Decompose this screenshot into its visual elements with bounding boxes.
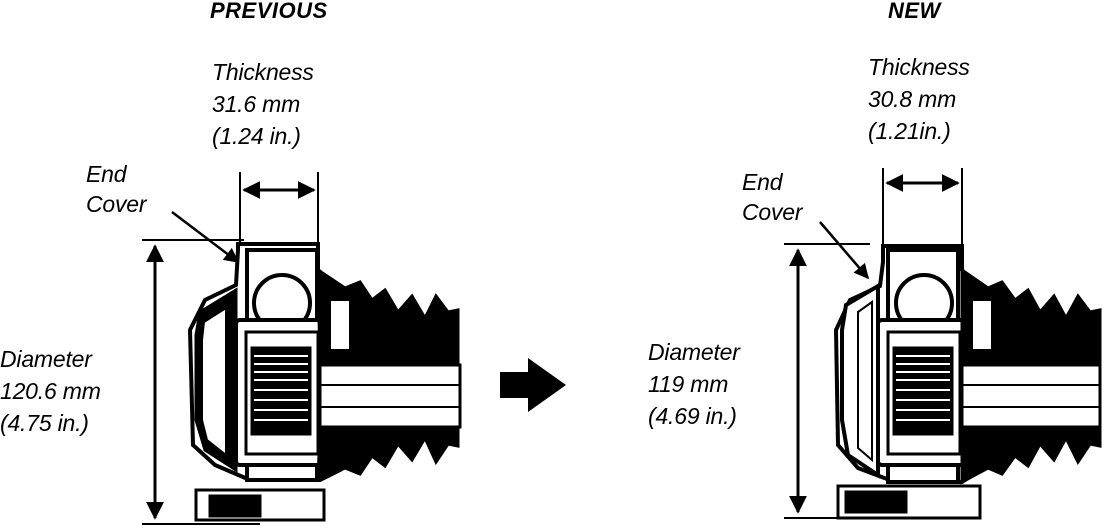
thickness-word: Thickness: [212, 59, 314, 85]
new-cv-joint: [784, 168, 1102, 520]
diameter-word: Diameter: [0, 346, 92, 372]
new-heading: NEW: [888, 0, 941, 23]
previous-cv-joint: [142, 172, 462, 525]
cover-word: Cover: [742, 199, 803, 225]
thickness-in: (1.21in.): [868, 118, 951, 144]
diameter-mm: 119 mm: [648, 371, 729, 397]
thickness-mm: 30.8 mm: [868, 86, 957, 112]
new-diameter-label: Diameter 119 mm (4.69 in.): [648, 336, 740, 432]
new-end-cover-label: End Cover: [742, 166, 803, 228]
previous-end-cover-label: End Cover: [86, 158, 147, 220]
diameter-word: Diameter: [648, 339, 740, 365]
end-word: End: [742, 169, 783, 195]
previous-heading: PREVIOUS: [210, 0, 328, 23]
diameter-mm: 120.6 mm: [0, 378, 101, 404]
new-thickness-label: Thickness 30.8 mm (1.21in.): [868, 51, 970, 147]
end-word: End: [86, 161, 127, 187]
diameter-in: (4.75 in.): [0, 410, 89, 436]
thickness-word: Thickness: [868, 54, 970, 80]
transition-arrow-icon: [500, 358, 566, 412]
previous-thickness-label: Thickness 31.6 mm (1.24 in.): [212, 56, 314, 152]
previous-diameter-label: Diameter 120.6 mm (4.75 in.): [0, 343, 101, 439]
diameter-in: (4.69 in.): [648, 403, 737, 429]
thickness-in: (1.24 in.): [212, 123, 301, 149]
thickness-mm: 31.6 mm: [212, 91, 301, 117]
cover-word: Cover: [86, 191, 147, 217]
